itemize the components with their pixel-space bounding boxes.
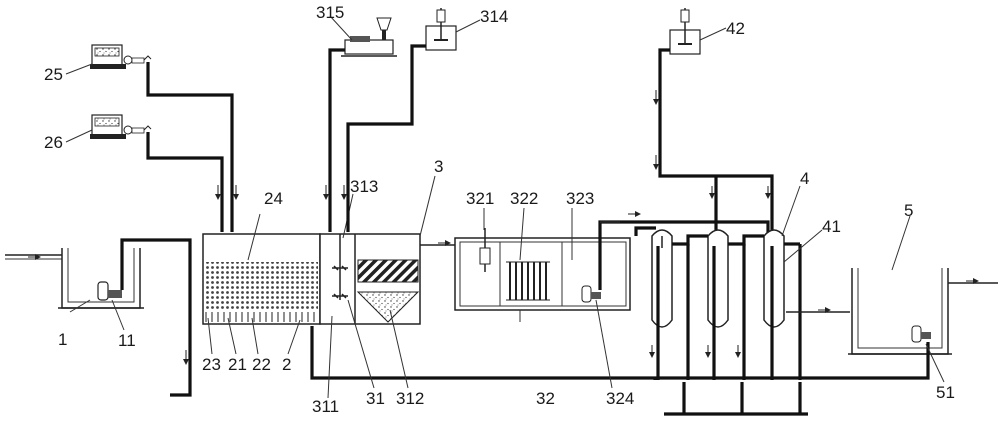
return-main-pipe [310, 326, 930, 380]
dosing-unit-315 [341, 17, 397, 57]
membrane-module-322 [506, 261, 550, 301]
label-23: 23 [202, 355, 221, 374]
label-313: 313 [350, 177, 378, 196]
aerator-22 [205, 312, 315, 322]
dosing-tank-42 [669, 8, 701, 55]
filter-unit-32 [454, 228, 631, 311]
label-311: 311 [312, 397, 339, 416]
leader-3 [419, 175, 436, 237]
leader-24 [247, 213, 261, 261]
mixer-313 [332, 234, 348, 300]
tank-3 [319, 233, 421, 325]
labels: 1 11 2 21 22 23 24 25 26 3 31 311 312 31… [44, 3, 955, 416]
leader-lines [65, 15, 945, 399]
label-25: 25 [44, 65, 63, 84]
label-2: 2 [282, 355, 291, 374]
label-322: 322 [510, 189, 538, 208]
label-1: 1 [58, 330, 67, 349]
inclined-plate-pack [357, 259, 419, 283]
label-4: 4 [800, 169, 809, 188]
dosing-tank-314 [425, 8, 457, 51]
dosing-pipe-314 [346, 44, 426, 232]
label-41: 41 [822, 217, 841, 236]
label-11: 11 [118, 331, 136, 350]
label-312: 312 [396, 389, 424, 408]
collection-tank-1 [58, 248, 144, 309]
label-315: 315 [316, 3, 344, 22]
dosing-pipe-42 [658, 48, 774, 236]
lift-pump-11 [97, 281, 122, 301]
raw-water-inflow-pipe [5, 254, 62, 260]
blower-25 [90, 44, 152, 69]
label-32: 32 [536, 389, 555, 408]
pipe-32-to-4 [598, 220, 770, 290]
air-pipe-25 [146, 62, 234, 232]
blower-26 [90, 114, 152, 139]
pump-51 [911, 325, 922, 343]
label-5: 5 [904, 201, 913, 220]
pump-324 [581, 285, 601, 303]
reactor-tank-2 [202, 233, 321, 325]
air-pipe-26 [146, 132, 224, 232]
sensor-321 [479, 228, 491, 272]
label-31: 31 [366, 389, 385, 408]
label-24: 24 [264, 189, 283, 208]
label-3: 3 [434, 157, 443, 176]
drain-outlets [664, 382, 808, 416]
label-42: 42 [726, 19, 745, 38]
label-21: 21 [228, 355, 247, 374]
label-321: 321 [466, 189, 494, 208]
sludge-hopper-312 [356, 291, 420, 323]
label-324: 324 [606, 389, 634, 408]
label-51: 51 [936, 383, 955, 402]
filler-24 [205, 262, 318, 310]
reaction-column-2 [707, 229, 729, 380]
column-interconnect [634, 226, 764, 246]
label-22: 22 [252, 355, 271, 374]
clear-water-tank-5 [848, 268, 952, 355]
dosing-pipe-315 [328, 48, 345, 232]
reaction-column-1 [651, 229, 673, 380]
label-314: 314 [480, 7, 508, 26]
reaction-column-3 [763, 229, 785, 380]
label-26: 26 [44, 133, 63, 152]
label-323: 323 [566, 189, 594, 208]
pipe-1-to-2 [120, 238, 192, 397]
